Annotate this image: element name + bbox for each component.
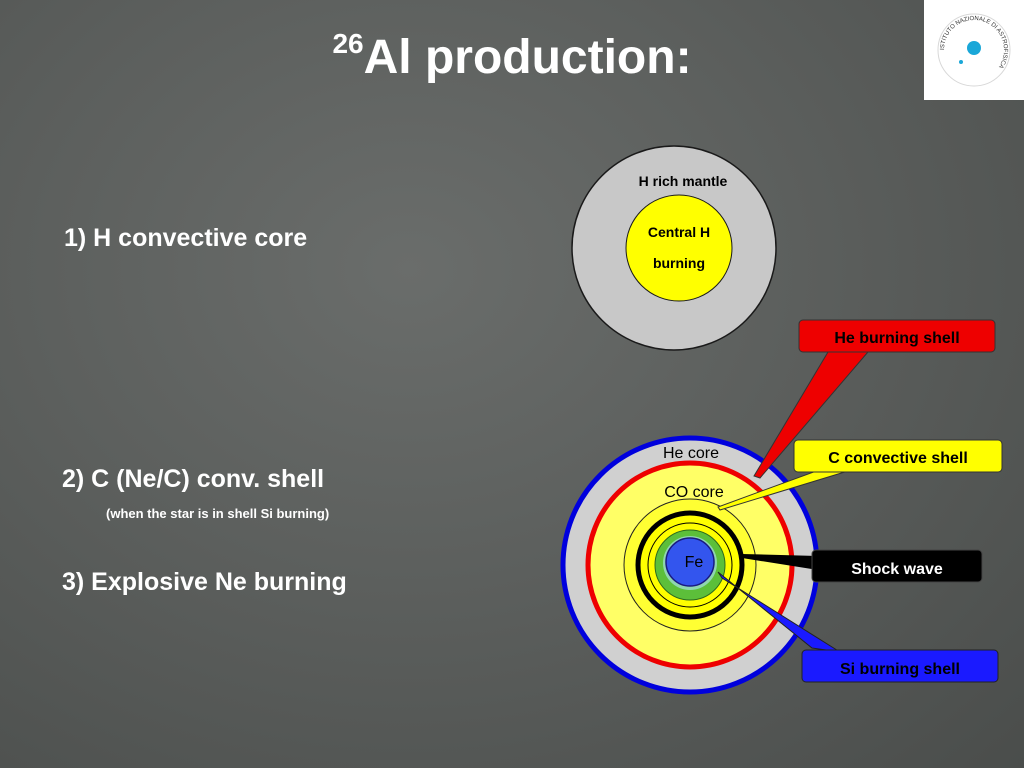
item-explosive-ne-burning: 3) Explosive Ne burning <box>62 568 347 596</box>
item-c-conv-shell: 2) C (Ne/C) conv. shell <box>62 465 325 493</box>
he-burning-shell-box <box>798 319 996 353</box>
slide-title: 26Al production: <box>0 28 1024 85</box>
star-evolved: He core CO core Fe <box>560 435 820 695</box>
callout-shock-wave: Shock wave <box>742 549 983 583</box>
title-superscript: 26 <box>332 28 364 59</box>
shock-wave-pointer <box>742 554 818 570</box>
he-burning-shell-label: He burning shell <box>834 330 959 347</box>
inaf-logo: ISTITUTO NAZIONALE DI ASTROFISICA <box>924 0 1024 100</box>
c-convective-shell-label: C convective shell <box>828 450 968 467</box>
logo-ring <box>937 13 1011 87</box>
logo-dot-small <box>959 60 963 64</box>
title-main-text: Al production: <box>363 31 692 84</box>
callout-he-burning-shell: He burning shell <box>753 319 996 479</box>
central-h-label-line1: Central H <box>648 224 710 240</box>
he-core-label: He core <box>663 445 719 462</box>
shock-wave-label: Shock wave <box>851 561 943 578</box>
item-h-convective-core: 1) H convective core <box>64 224 308 252</box>
si-burning-shell-label: Si burning shell <box>840 661 960 678</box>
fe-core <box>665 537 715 587</box>
callout-c-convective-shell: C convective shell <box>717 439 1003 511</box>
co-core-label: CO core <box>664 484 724 501</box>
fe-label: Fe <box>685 554 704 571</box>
central-h-burning-core <box>625 194 733 302</box>
shock-wave-box <box>811 549 983 583</box>
star-main-sequence: H rich mantle Central H burning <box>571 145 777 351</box>
logo-dot <box>967 41 981 55</box>
callout-si-burning-shell: Si burning shell <box>717 571 999 683</box>
h-rich-mantle-label: H rich mantle <box>639 173 728 189</box>
c-convective-shell-box <box>793 439 1003 473</box>
central-h-label-line2: burning <box>653 255 705 271</box>
item-c-conv-shell-note: (when the star is in shell Si burning) <box>106 506 330 521</box>
inaf-logo-graphic: ISTITUTO NAZIONALE DI ASTROFISICA <box>937 13 1011 87</box>
si-burning-shell-box <box>801 649 999 683</box>
